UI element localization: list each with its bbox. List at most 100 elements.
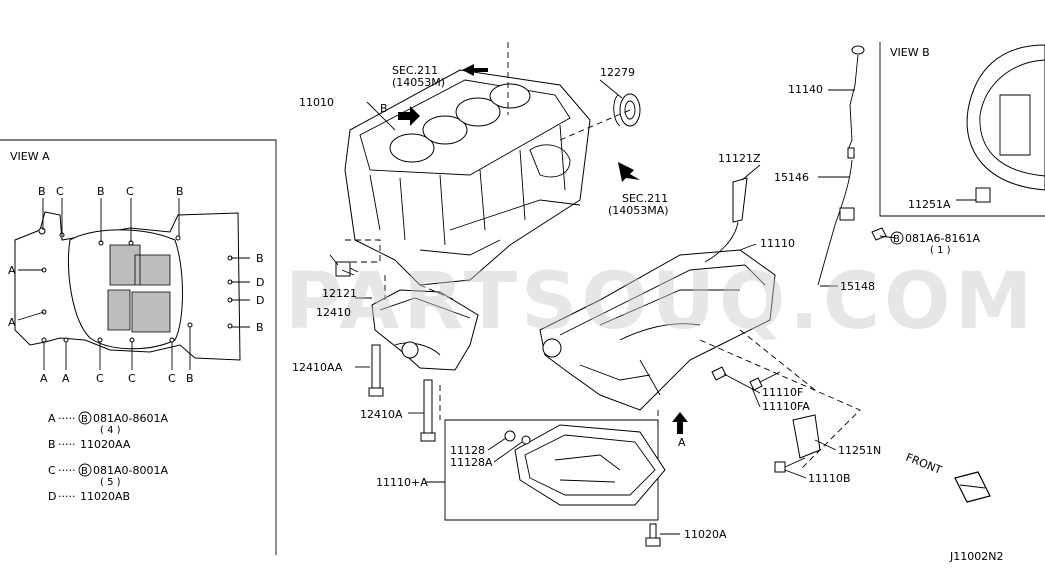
label-15148: 15148: [840, 280, 875, 293]
legend-qty-c: ( 5 ): [100, 477, 121, 488]
view-a-callouts: B C B C B A A B D D B A A C C C B: [8, 185, 264, 385]
oil-pump: [371, 289, 479, 371]
drain-plug-washer: [521, 435, 531, 445]
legend-key-a: A: [48, 412, 56, 425]
callout-bottom-c2: C: [128, 372, 136, 385]
legend-part-b: 11020AA: [80, 438, 131, 451]
callout-bottom-a2: A: [62, 372, 70, 385]
callout-right-b1: B: [256, 252, 264, 265]
label-11251N: 11251N: [838, 444, 881, 457]
lower-oil-pan: [514, 424, 666, 506]
callout-bottom-b1: B: [186, 372, 194, 385]
legend-dots-d: ·····: [58, 490, 75, 503]
legend-dots-c: ·····: [58, 464, 75, 477]
transmission-housing: [966, 44, 1045, 191]
label-081A6-8161A: 081A6-8161A: [905, 232, 980, 245]
label-12121: 12121: [322, 287, 357, 300]
cylinder-block: [344, 69, 591, 286]
legend-dots-a: ·····: [58, 412, 75, 425]
legend-key-b: B: [48, 438, 56, 451]
view-b-frame: [879, 42, 1045, 217]
bolt-11110F: [711, 366, 727, 381]
label-bolt-symbol-081A6: B: [893, 234, 900, 245]
label-11110FA: 11110FA: [762, 400, 810, 413]
label-12410: 12410: [316, 306, 351, 319]
pump-bolt-short: [420, 379, 436, 442]
bolt-11020A: [645, 523, 661, 547]
callout-top-b3: B: [176, 185, 184, 198]
view-a-title: VIEW A: [10, 150, 50, 163]
label-11251A: 11251A: [908, 198, 951, 211]
pump-bolt-long: [368, 344, 384, 397]
legend-part-c: 081A0-8001A: [93, 464, 168, 477]
arrow-view-b: [398, 106, 420, 126]
callout-right-d1: D: [256, 276, 264, 289]
legend-qty-a: ( 4 ): [100, 425, 121, 436]
label-11110F: 11110F: [762, 386, 803, 399]
legend-bolt-symbol-c: [78, 463, 92, 477]
bolt-11110B: [774, 457, 806, 473]
label-diagram-code: J11002N2: [949, 550, 1003, 563]
arrow-sec211-top: [462, 64, 488, 76]
label-front: FRONT: [904, 451, 944, 477]
oil-pan-seal-bore: [542, 338, 562, 358]
label-12410A: 12410A: [360, 408, 403, 421]
arrow-front: [954, 471, 991, 503]
label-11010: 11010: [299, 96, 334, 109]
assembly-dashed-lines: [340, 42, 861, 471]
legend-part-a: 081A0-8601A: [93, 412, 168, 425]
label-12279: 12279: [600, 66, 635, 79]
callout-bottom-a1: A: [40, 372, 48, 385]
view-b-bolt: [975, 187, 991, 203]
label-11020A: 11020A: [684, 528, 727, 541]
legend-part-d: 11020AB: [80, 490, 130, 503]
label-11128: 11128: [450, 444, 485, 457]
view-a-bolt-points: [38, 227, 233, 343]
lower-oil-pan-group: [444, 419, 666, 521]
lower-oil-pan-frame: [444, 419, 659, 521]
label-sec211-top: SEC.211: [392, 64, 438, 77]
callout-top-b1: B: [38, 185, 46, 198]
legend-key-c: C: [48, 464, 56, 477]
label-11128A: 11128A: [450, 456, 493, 469]
callout-left-a2: A: [8, 316, 16, 329]
label-11110: 11110: [760, 237, 795, 250]
view-b-panel: VIEW B: [879, 42, 1045, 217]
callout-right-d2: D: [256, 294, 264, 307]
label-11110-plus-A: 11110+A: [376, 476, 428, 489]
callout-left-a1: A: [8, 264, 16, 277]
cylinder-bore-2: [422, 115, 468, 145]
callout-bottom-c3: C: [168, 372, 176, 385]
legend-key-d: D: [48, 490, 56, 503]
view-b-title: VIEW B: [890, 46, 930, 59]
part-labels: SEC.211 (14053M) 11010 B 12279 SEC.211 (…: [292, 64, 1003, 563]
view-a-frame: [0, 139, 277, 555]
upper-oil-pan: [539, 249, 776, 411]
rear-plate-11251N: [792, 414, 821, 459]
label-081A6-qty: ( 1 ): [930, 245, 951, 256]
legend-symbol-c: B: [81, 466, 88, 477]
label-sec211-top-ref: (14053M): [392, 76, 445, 89]
transmission-housing-detail: [979, 59, 1045, 177]
cylinder-bore-4: [489, 83, 531, 109]
callout-bottom-c1: C: [96, 372, 104, 385]
label-view-b-marker: B: [380, 102, 388, 115]
legend-bolt-symbol-a: [78, 411, 92, 425]
view-a-leaders: [17, 198, 250, 370]
callout-top-b2: B: [97, 185, 105, 198]
oil-level-gauge: [847, 45, 865, 159]
watermark: PARTSOUQ.COM: [285, 257, 1036, 347]
label-12410AA: 12410AA: [292, 361, 343, 374]
drain-plug: [504, 430, 516, 442]
oil-gauge-guide: [817, 159, 887, 286]
cylinder-bore-3: [455, 97, 501, 127]
label-15146: 15146: [774, 171, 809, 184]
callout-right-b2: B: [256, 321, 264, 334]
cylinder-bore-1: [389, 133, 435, 163]
oil-pan-pockets: [107, 244, 171, 333]
legend-symbol-a: B: [81, 414, 88, 425]
crankshaft-seal: [613, 93, 641, 127]
callout-top-c2: C: [126, 185, 134, 198]
